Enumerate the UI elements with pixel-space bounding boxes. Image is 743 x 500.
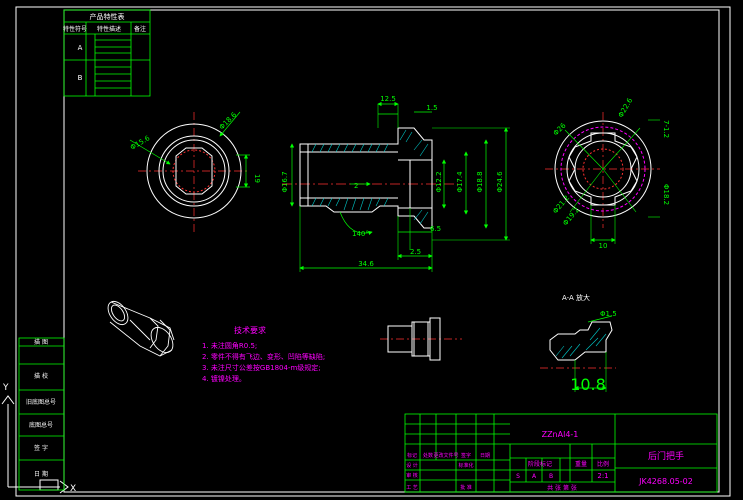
strip-label-5: 签 字 bbox=[34, 444, 48, 452]
section-dim-large: 10.8 bbox=[570, 375, 606, 394]
feature-table-header-symbol: 特性符号 bbox=[63, 25, 87, 33]
right-view-dim-7: Φ18.2 bbox=[662, 184, 670, 205]
feature-table bbox=[63, 9, 151, 97]
title-stage-cell-2: A bbox=[532, 473, 537, 480]
section-title: A-A 放大 bbox=[562, 293, 590, 302]
main-dim-angle: 140° bbox=[352, 230, 369, 238]
title-block bbox=[404, 413, 718, 493]
section-detail[interactable] bbox=[540, 315, 616, 392]
title-process-label: 工 艺 bbox=[406, 485, 418, 491]
title-row-label-1: 标记 bbox=[407, 452, 417, 459]
right-view-dim-5: Φ19.2 bbox=[561, 206, 581, 227]
title-approve-label: 批 准 bbox=[460, 484, 472, 491]
main-section-view[interactable] bbox=[282, 101, 510, 272]
strip-label-6: 日 期 bbox=[34, 470, 48, 478]
main-dim-right: Φ24.6 bbox=[496, 171, 504, 193]
title-row-label-2: 处数 bbox=[423, 452, 433, 459]
tech-note-2: 2. 零件不得有飞边、变形、凹陷等缺陷; bbox=[202, 352, 325, 361]
title-row-label-3: 更改文件号 bbox=[433, 452, 458, 459]
right-view-dim-6: Φ21.2 bbox=[551, 194, 571, 215]
svg-text:X: X bbox=[70, 484, 76, 494]
left-view-dim-1: Φ15.6 bbox=[129, 134, 152, 152]
outer-frame bbox=[15, 6, 731, 497]
main-dim-top1: 12.5 bbox=[380, 95, 396, 103]
ucs-icon: Y X bbox=[1, 383, 76, 494]
main-dim-6-5: 6.5 bbox=[430, 225, 441, 233]
main-dim-top2: 1.5 bbox=[426, 104, 437, 112]
title-row-label-5: 日期 bbox=[480, 453, 490, 459]
title-weight-label: 重量 bbox=[575, 460, 587, 468]
inner-frame bbox=[63, 9, 720, 493]
title-stage-cell-3: B bbox=[549, 473, 553, 480]
feature-table-header-desc: 特性描述 bbox=[97, 25, 121, 33]
strip-label-2: 描 校 bbox=[34, 372, 48, 380]
main-dim-mark: 2 bbox=[354, 182, 358, 190]
main-dim-inner2: Φ17.4 bbox=[456, 171, 464, 193]
svg-text:Y: Y bbox=[2, 383, 9, 393]
title-design-label: 设 计 bbox=[406, 462, 418, 469]
tech-note-1: 1. 未注圆角R0.5; bbox=[202, 341, 257, 350]
main-dim-2-5: 2.5 bbox=[410, 248, 421, 256]
left-view-dim-2: Φ18.6 bbox=[218, 110, 239, 131]
right-view-dim-3: 7-1.2 bbox=[662, 120, 670, 138]
title-drawing-no: JK4268.05-02 bbox=[638, 477, 693, 486]
main-dim-left: Φ16.7 bbox=[281, 171, 289, 192]
small-side-view[interactable] bbox=[380, 317, 462, 361]
title-material: ZZnAl4-1 bbox=[542, 430, 579, 439]
right-view-dim-1: Φ26 bbox=[552, 121, 568, 137]
title-scale-label: 比例 bbox=[597, 460, 609, 468]
title-stage-label: 阶段标记 bbox=[528, 460, 552, 468]
strip-label-4: 底图总号 bbox=[29, 421, 53, 429]
tech-note-3: 3. 未注尺寸公差按GB1804-m级规定; bbox=[202, 363, 321, 372]
feature-row-b: B bbox=[78, 74, 83, 82]
right-end-view[interactable] bbox=[545, 112, 660, 244]
right-view-dim-2: Φ22.6 bbox=[617, 96, 635, 119]
strip-label-3: 旧底图总号 bbox=[26, 398, 56, 406]
left-view-dim-3: 19 bbox=[253, 174, 261, 183]
main-dim-inner1: Φ12.2 bbox=[435, 171, 443, 192]
right-view-dim-4: 10 bbox=[599, 242, 608, 250]
main-dim-length: 34.6 bbox=[358, 260, 374, 268]
feature-row-a: A bbox=[78, 44, 83, 52]
feature-table-header-note: 备注 bbox=[134, 25, 146, 33]
tech-notes-title: 技术要求 bbox=[234, 325, 266, 335]
title-standard-label: 标准化 bbox=[458, 462, 473, 469]
section-dim-small: Φ1.5 bbox=[600, 310, 617, 318]
title-row-label-4: 签字 bbox=[461, 452, 471, 459]
title-review-label: 审 核 bbox=[406, 472, 418, 479]
title-scale-value: 2:1 bbox=[597, 472, 608, 480]
left-strip bbox=[18, 337, 65, 491]
tech-note-4: 4. 镀镍处理。 bbox=[202, 374, 246, 383]
left-end-view[interactable] bbox=[129, 111, 250, 232]
title-stage-cell-1: S bbox=[516, 473, 520, 480]
isometric-view[interactable] bbox=[104, 298, 177, 357]
title-part-name: 后门把手 bbox=[648, 450, 684, 462]
feature-table-title: 产品特性表 bbox=[90, 12, 125, 21]
main-dim-inner3: Φ18.8 bbox=[476, 171, 484, 192]
strip-label-1: 描 图 bbox=[34, 338, 48, 346]
title-sheet-text: 共 张 第 张 bbox=[547, 484, 577, 492]
